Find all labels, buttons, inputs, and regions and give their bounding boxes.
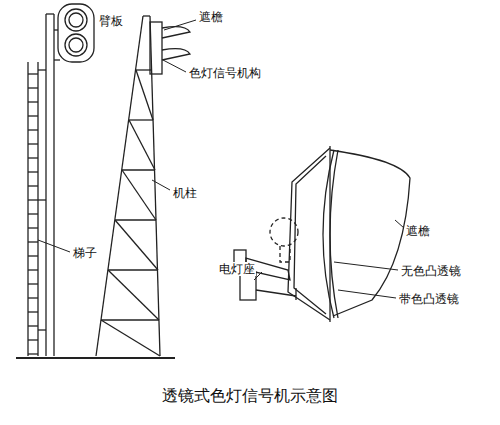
part-label: 机柱 — [172, 186, 198, 200]
ladder-rung — [28, 185, 38, 186]
part-label: 带色凸透镜 — [398, 292, 460, 306]
ladder-rung — [28, 255, 38, 256]
ladder-rung — [28, 213, 38, 214]
ladder-rung — [28, 241, 38, 242]
part-label: 遮檐 — [198, 10, 224, 24]
part-label: 梯子 — [72, 246, 98, 260]
ladder-rung — [28, 311, 38, 312]
ladder-rung — [28, 325, 38, 326]
caption: 透镜式色灯信号机示意图 — [162, 386, 338, 407]
ladder-rung — [28, 157, 38, 158]
ladder-rung — [28, 143, 38, 144]
ladder-rung — [28, 297, 38, 298]
ladder-rung — [28, 129, 38, 130]
ladder-rung — [28, 283, 38, 284]
ladder-rung — [28, 199, 38, 200]
ladder-rung — [28, 73, 38, 74]
ladder-rung — [28, 87, 38, 88]
part-label: 遮檐 — [405, 224, 431, 238]
left-mast — [16, 4, 94, 358]
ladder-rung — [28, 227, 38, 228]
ladder-rung — [28, 171, 38, 172]
ladder-rung — [28, 115, 38, 116]
lens-detail — [234, 146, 410, 322]
leader-lines — [38, 20, 404, 298]
part-label: 臂板 — [98, 14, 124, 28]
ladder-rung — [28, 269, 38, 270]
ladder-rung — [28, 101, 38, 102]
ladder-rung — [28, 339, 38, 340]
part-label: 无色凸透镜 — [400, 264, 462, 278]
ladder-rung — [28, 353, 38, 354]
part-label: 电灯座 — [218, 262, 256, 276]
part-label: 色灯信号机构 — [188, 66, 262, 80]
